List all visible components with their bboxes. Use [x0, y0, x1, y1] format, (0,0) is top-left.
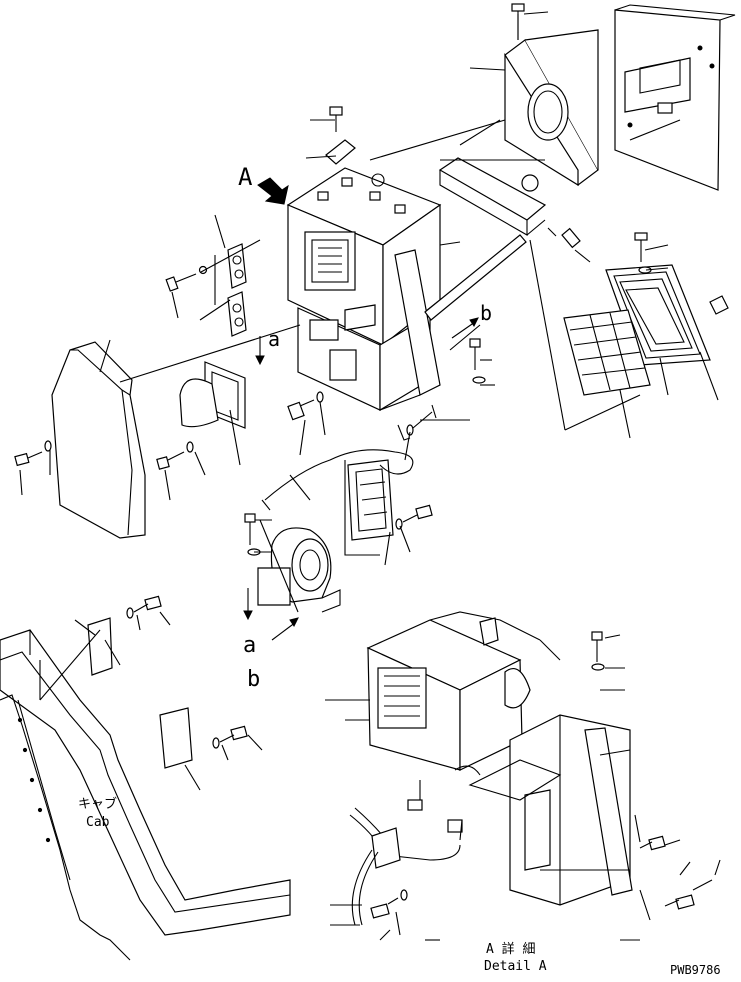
arrow-b-bottom — [271, 617, 299, 641]
cab-side-panel — [614, 4, 736, 191]
drawing-number: PWB9786 — [670, 963, 721, 977]
control-board — [347, 459, 394, 541]
detail-a-frame — [454, 714, 633, 906]
arrow-a-top — [255, 336, 265, 366]
leader-lines — [19, 14, 721, 941]
cover-bolt — [14, 440, 52, 467]
cab-label-jp: キャブ — [78, 796, 117, 812]
elbow-bolt — [156, 441, 194, 470]
bracket-clip — [325, 106, 356, 165]
cab-label-en: Cab — [86, 815, 110, 830]
filter-tray — [438, 157, 547, 236]
arrow-label-a-bottom: a — [243, 633, 256, 658]
switch-lower — [227, 291, 247, 337]
heater-bolt-right — [469, 338, 486, 384]
heater-bolt-mid — [397, 404, 437, 441]
view-label-a: A — [238, 163, 253, 191]
wire-harness — [261, 449, 414, 511]
cab-bolt-upper — [126, 595, 162, 619]
detail-a-drain-hose — [349, 799, 463, 926]
blower-fan — [257, 527, 341, 613]
heater-bolt-left — [287, 391, 324, 421]
duct-elbow — [179, 361, 246, 429]
side-bracket-frame — [344, 249, 441, 411]
arrow-label-a-top: a — [268, 327, 280, 351]
arrow-b-top — [451, 317, 479, 339]
filter-element — [563, 309, 651, 396]
detail-a-bolts — [370, 631, 695, 919]
top-bolt — [511, 3, 549, 40]
link-rod — [424, 234, 527, 321]
detail-a-heater — [366, 611, 541, 771]
duct-plate — [504, 29, 599, 187]
arrow-a-bottom — [243, 588, 253, 621]
switch-bolt — [165, 265, 208, 292]
view-arrow-a — [257, 177, 289, 205]
left-cover — [51, 341, 146, 539]
detail-label-jp: A 詳 細 — [486, 941, 535, 957]
detail-label-en: Detail A — [484, 959, 547, 974]
duct-bracket-bolt — [547, 227, 581, 249]
switch-upper — [227, 243, 247, 289]
board-bolt — [395, 504, 433, 530]
arrow-label-b-top: b — [480, 301, 492, 325]
arrow-label-b-bottom: b — [247, 667, 260, 692]
cab-frame — [0, 617, 291, 961]
filter-bolt — [634, 232, 729, 315]
cab-bolt-lower — [212, 725, 248, 749]
